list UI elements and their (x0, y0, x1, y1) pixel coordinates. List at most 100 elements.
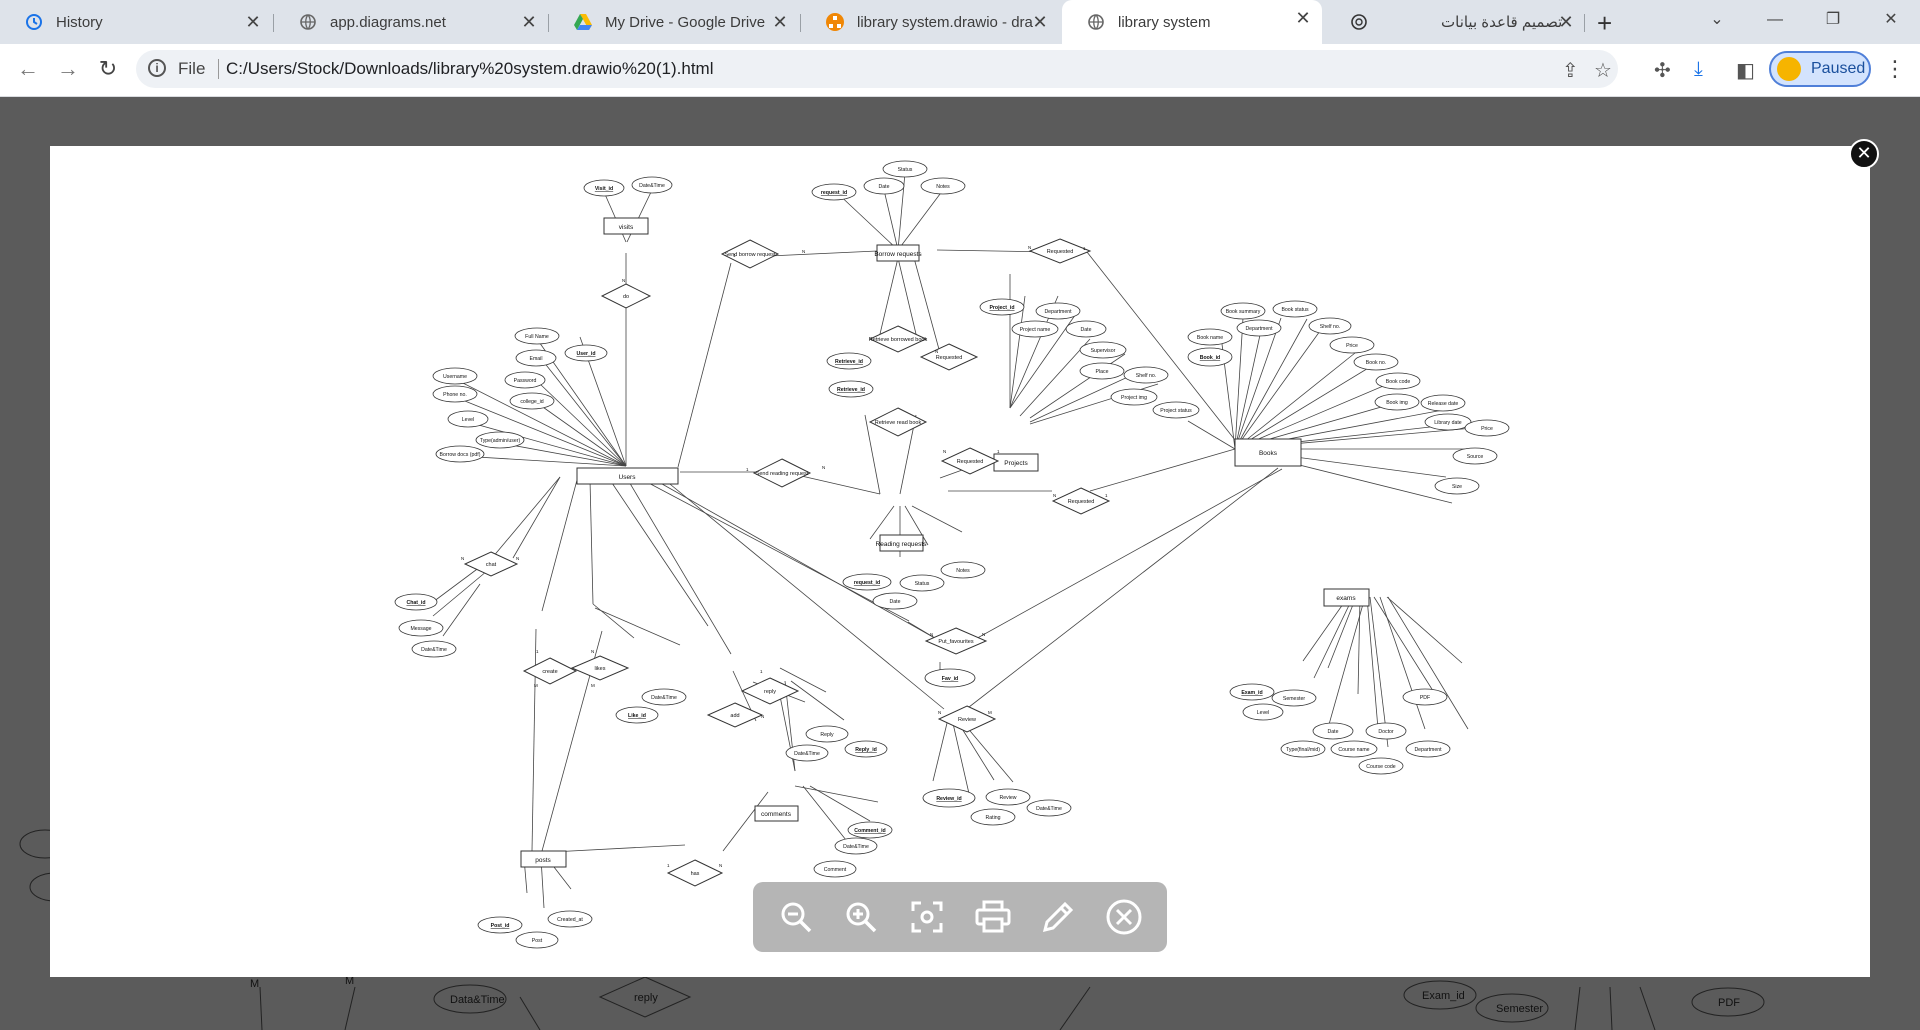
attr-post: Post (532, 938, 543, 944)
address-bar[interactable]: i File C:/Users/Stock/Downloads/library%… (136, 50, 1618, 88)
close-icon[interactable] (1102, 895, 1146, 939)
close-window-button[interactable]: ✕ (1884, 11, 1898, 28)
svg-text:N: N (1028, 245, 1031, 250)
url-text[interactable]: C:/Users/Stock/Downloads/library%20syste… (226, 59, 714, 78)
rel-send-borrow[interactable]: Send borrow request (724, 252, 776, 258)
rel-create[interactable]: create (542, 669, 557, 675)
bg-label: Exam_id (1422, 990, 1465, 1002)
tab-library-system[interactable]: library system ✕ (1062, 0, 1322, 44)
tab-title: History (56, 13, 103, 31)
rel-retrieve-read[interactable]: Retrieve read book (875, 420, 922, 426)
attr-type-user: Type(admin/user) (480, 438, 521, 444)
rel-requested[interactable]: Requested (936, 355, 963, 361)
profile-button[interactable]: Paused (1769, 51, 1871, 87)
attr-project-img: Project img (1121, 395, 1147, 401)
tab-search-icon[interactable]: ⌄ (1710, 11, 1724, 28)
attr-retrieve-id: Retrieve_id (835, 359, 863, 365)
attr-project-status: Project status (1160, 408, 1192, 414)
bookmark-star-icon[interactable]: ☆ (1594, 60, 1612, 82)
rel-reply[interactable]: reply (764, 689, 776, 695)
rel-requested[interactable]: Requested (1068, 499, 1095, 505)
attr-post-id: Post_id (491, 923, 510, 929)
close-tab-icon[interactable]: ✕ (1032, 12, 1048, 32)
share-icon[interactable]: ⇪ (1562, 60, 1579, 82)
reload-button[interactable]: ↻ (98, 56, 118, 81)
attr-book-id: Book_id (1200, 355, 1220, 361)
download-icon[interactable]: ⤓ (1694, 58, 1703, 80)
er-diagram[interactable]: visits Users Borrow requests Projects Bo… (50, 146, 1870, 977)
entity-visits[interactable]: visits (619, 224, 634, 231)
entity-posts[interactable]: posts (535, 857, 551, 864)
rel-send-reading[interactable]: Send reading request (756, 471, 809, 477)
close-tab-icon[interactable]: ✕ (1558, 12, 1574, 32)
attr-notes: Notes (936, 184, 950, 190)
entity-comments[interactable]: comments (761, 811, 792, 818)
rel-put-favourites[interactable]: Put_favourites (938, 639, 973, 645)
close-tab-icon[interactable]: ✕ (521, 12, 537, 32)
lightbox-close-icon[interactable]: ✕ (1849, 139, 1879, 169)
bg-label: Semester (1496, 1003, 1543, 1015)
rel-requested[interactable]: Requested (957, 459, 984, 465)
info-icon[interactable]: i (148, 59, 166, 77)
entity-reading-requests[interactable]: Reading requests (876, 541, 928, 548)
tab-google-drive[interactable]: My Drive - Google Drive ✕ (549, 4, 799, 40)
svg-text:M: M (988, 710, 992, 715)
zoom-out-icon[interactable] (774, 895, 818, 939)
back-button[interactable]: ← (17, 56, 39, 81)
close-tab-icon[interactable]: ✕ (772, 12, 788, 32)
minimize-button[interactable]: — (1767, 11, 1783, 28)
fit-icon[interactable] (905, 895, 949, 939)
attr-supervisor: Supervisor (1091, 348, 1116, 354)
attr-status: Status (898, 167, 913, 173)
svg-text:1: 1 (746, 467, 749, 472)
rel-retrieve-borrowed[interactable]: Retrieve borrowed book (869, 337, 928, 343)
side-panel-icon[interactable]: ◧ (1736, 60, 1755, 82)
extensions-icon[interactable]: ✣ (1654, 60, 1671, 82)
tab-title: تصميم قاعدة بيانات (1441, 14, 1563, 31)
rel-has[interactable]: has (691, 871, 700, 877)
zoom-toolbar (753, 882, 1167, 952)
entity-exams[interactable]: exams (1336, 595, 1356, 602)
svg-text:N: N (930, 632, 933, 637)
attr-project-id: Project_id (989, 305, 1014, 311)
print-icon[interactable] (971, 895, 1015, 939)
tab-history[interactable]: History ✕ (0, 4, 272, 40)
entity-users[interactable]: Users (619, 474, 637, 481)
close-tab-icon[interactable]: ✕ (1295, 8, 1311, 28)
svg-text:N: N (943, 449, 946, 454)
rel-review[interactable]: Review (958, 717, 976, 723)
rel-chat[interactable]: chat (486, 562, 497, 568)
new-tab-button[interactable]: + (1597, 8, 1613, 38)
attr-book-name: Book name (1197, 335, 1223, 341)
attr-date: Date (1081, 327, 1092, 333)
attr-review-id: Review_id (936, 796, 961, 802)
rel-requested[interactable]: Requested (1047, 249, 1074, 255)
attr-library-date: Library date (1434, 420, 1462, 426)
svg-text:N: N (802, 249, 805, 254)
restore-button[interactable]: ❐ (1825, 11, 1841, 28)
entity-projects[interactable]: Projects (1004, 460, 1028, 467)
zoom-in-icon[interactable] (839, 895, 883, 939)
forward-button[interactable]: → (57, 56, 79, 81)
rel-add[interactable]: add (730, 713, 739, 719)
attr-datetime: Date&Time (421, 647, 447, 653)
globe-icon (298, 12, 318, 32)
entity-books[interactable]: Books (1259, 450, 1278, 457)
close-tab-icon[interactable]: ✕ (245, 12, 261, 32)
entity-borrow-requests[interactable]: Borrow requests (874, 251, 922, 258)
svg-text:1: 1 (536, 649, 539, 654)
tab-drawio[interactable]: library system.drawio - dra ✕ (801, 4, 1059, 40)
tab-app-diagrams[interactable]: app.diagrams.net ✕ (274, 4, 548, 40)
attr-request-id: request_id (821, 190, 847, 196)
tab-title: library system (1118, 13, 1211, 31)
attr-reply: Reply (820, 732, 834, 738)
edit-icon[interactable] (1036, 895, 1080, 939)
attr-course-name: Course name (1338, 747, 1369, 753)
rel-likes[interactable]: likes (594, 666, 605, 672)
rel-do[interactable]: do (623, 294, 629, 300)
window-controls: ⌄ — ❐ ✕ (1688, 0, 1920, 40)
tab-chatgpt[interactable]: تصميم قاعدة بيانات ✕ (1325, 4, 1585, 40)
attr-semester: Semester (1283, 696, 1305, 702)
svg-text:N: N (982, 632, 985, 637)
menu-icon[interactable]: ⋮ (1884, 56, 1906, 81)
